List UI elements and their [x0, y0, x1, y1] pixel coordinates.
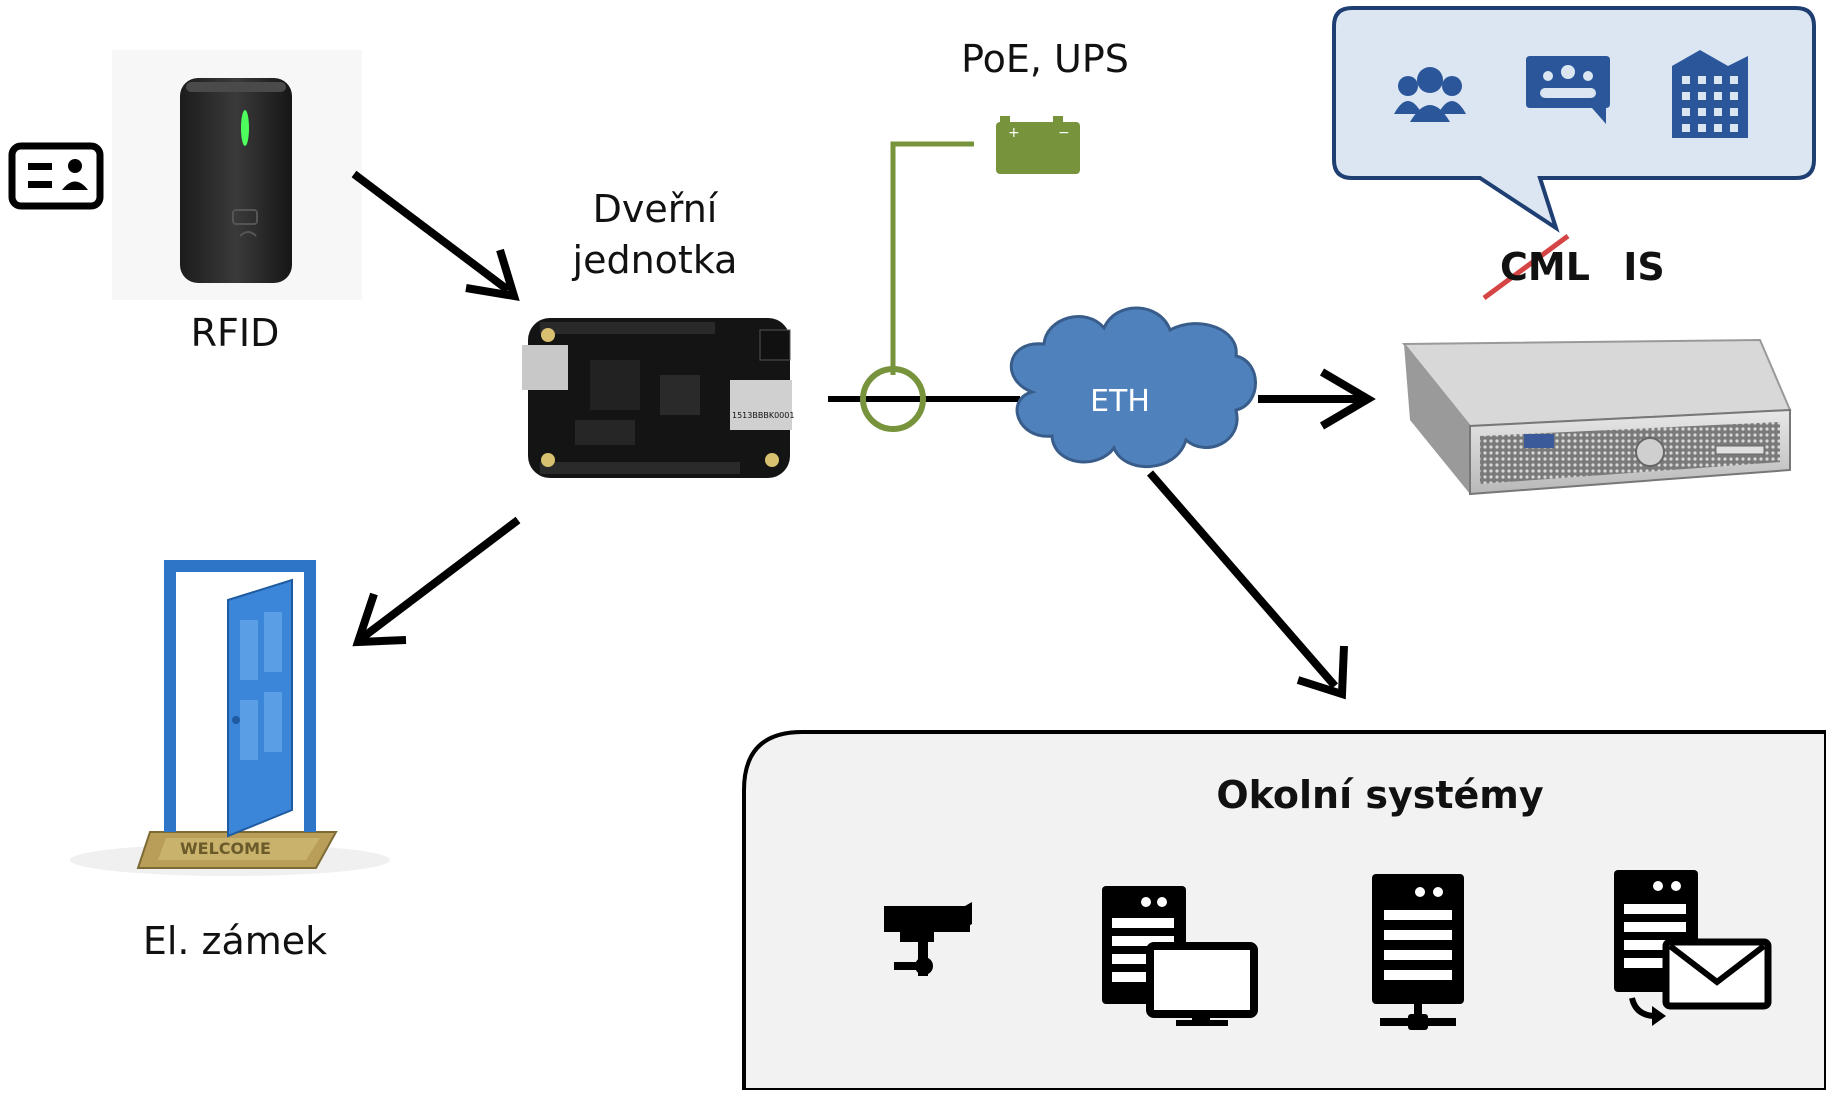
server-monitor-icon: [1102, 886, 1258, 1026]
eth-label: ETH: [1090, 384, 1150, 419]
arrow-eth-server-head: [1319, 368, 1376, 430]
external-systems-panel: [742, 730, 1826, 1092]
arrow-eth-systems: [1146, 470, 1339, 689]
server-icon: [1401, 338, 1792, 496]
svg-text:−: −: [1058, 125, 1070, 141]
door-unit-label: Dveřní jednotka: [530, 184, 780, 287]
is-speech-bubble: [1332, 6, 1816, 233]
power-line: [890, 141, 974, 375]
battery-icon: + −: [996, 116, 1080, 174]
group-icon: [1394, 67, 1466, 122]
server-mail-icon: [1614, 870, 1772, 1026]
cloud-icon: [1009, 306, 1257, 469]
arrow-rfid-board-head: [465, 248, 520, 302]
door-mat-text: WELCOME: [180, 839, 271, 858]
power-label: PoE, UPS: [961, 37, 1129, 81]
camera-icon: [884, 902, 972, 976]
svg-text:+: +: [1008, 125, 1020, 141]
server-network-icon: [1372, 874, 1464, 1030]
cml-strikethrough: [1482, 233, 1570, 301]
board-serial: 1513BBBK0001: [732, 411, 794, 420]
lock-label: El. zámek: [142, 919, 328, 963]
server-label: IS: [1623, 245, 1665, 289]
arrow-eth-systems-head: [1296, 645, 1348, 700]
rfid-reader-icon: [112, 50, 362, 300]
door-unit-label-line1: Dveřní: [592, 187, 718, 231]
rfid-label: RFID: [190, 311, 280, 355]
building-icon: [1672, 50, 1748, 138]
board-icon: 1513BBBK0001: [522, 318, 794, 478]
meeting-icon: [1526, 56, 1610, 124]
arrow-board-door-head: [352, 592, 407, 647]
poe-junction: [860, 366, 926, 432]
server-label-struck: CML: [1500, 245, 1590, 289]
door-unit-label-line2: jednotka: [572, 238, 738, 283]
external-systems-title: Okolní systémy: [1216, 773, 1544, 817]
arrow-rfid-board: [351, 170, 511, 294]
door-icon: WELCOME: [70, 560, 390, 876]
arrow-board-door: [359, 516, 521, 642]
id-card-icon: [8, 142, 104, 210]
